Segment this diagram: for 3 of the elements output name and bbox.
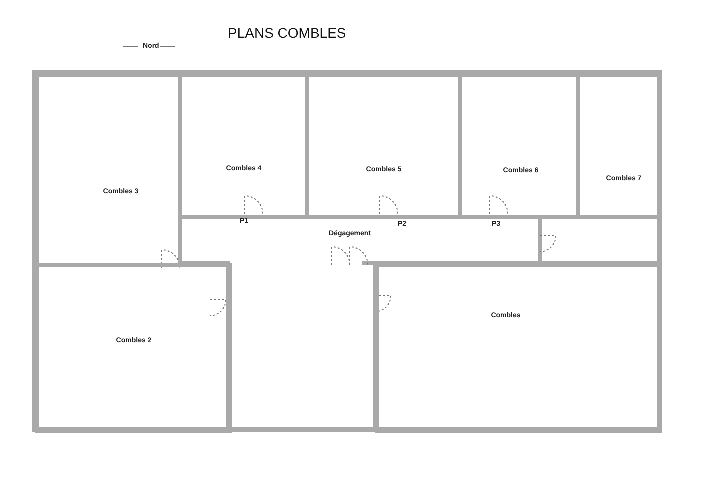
plan-title: PLANS COMBLES — [228, 25, 346, 41]
room-outline — [35, 263, 232, 433]
room-outline — [375, 263, 662, 433]
